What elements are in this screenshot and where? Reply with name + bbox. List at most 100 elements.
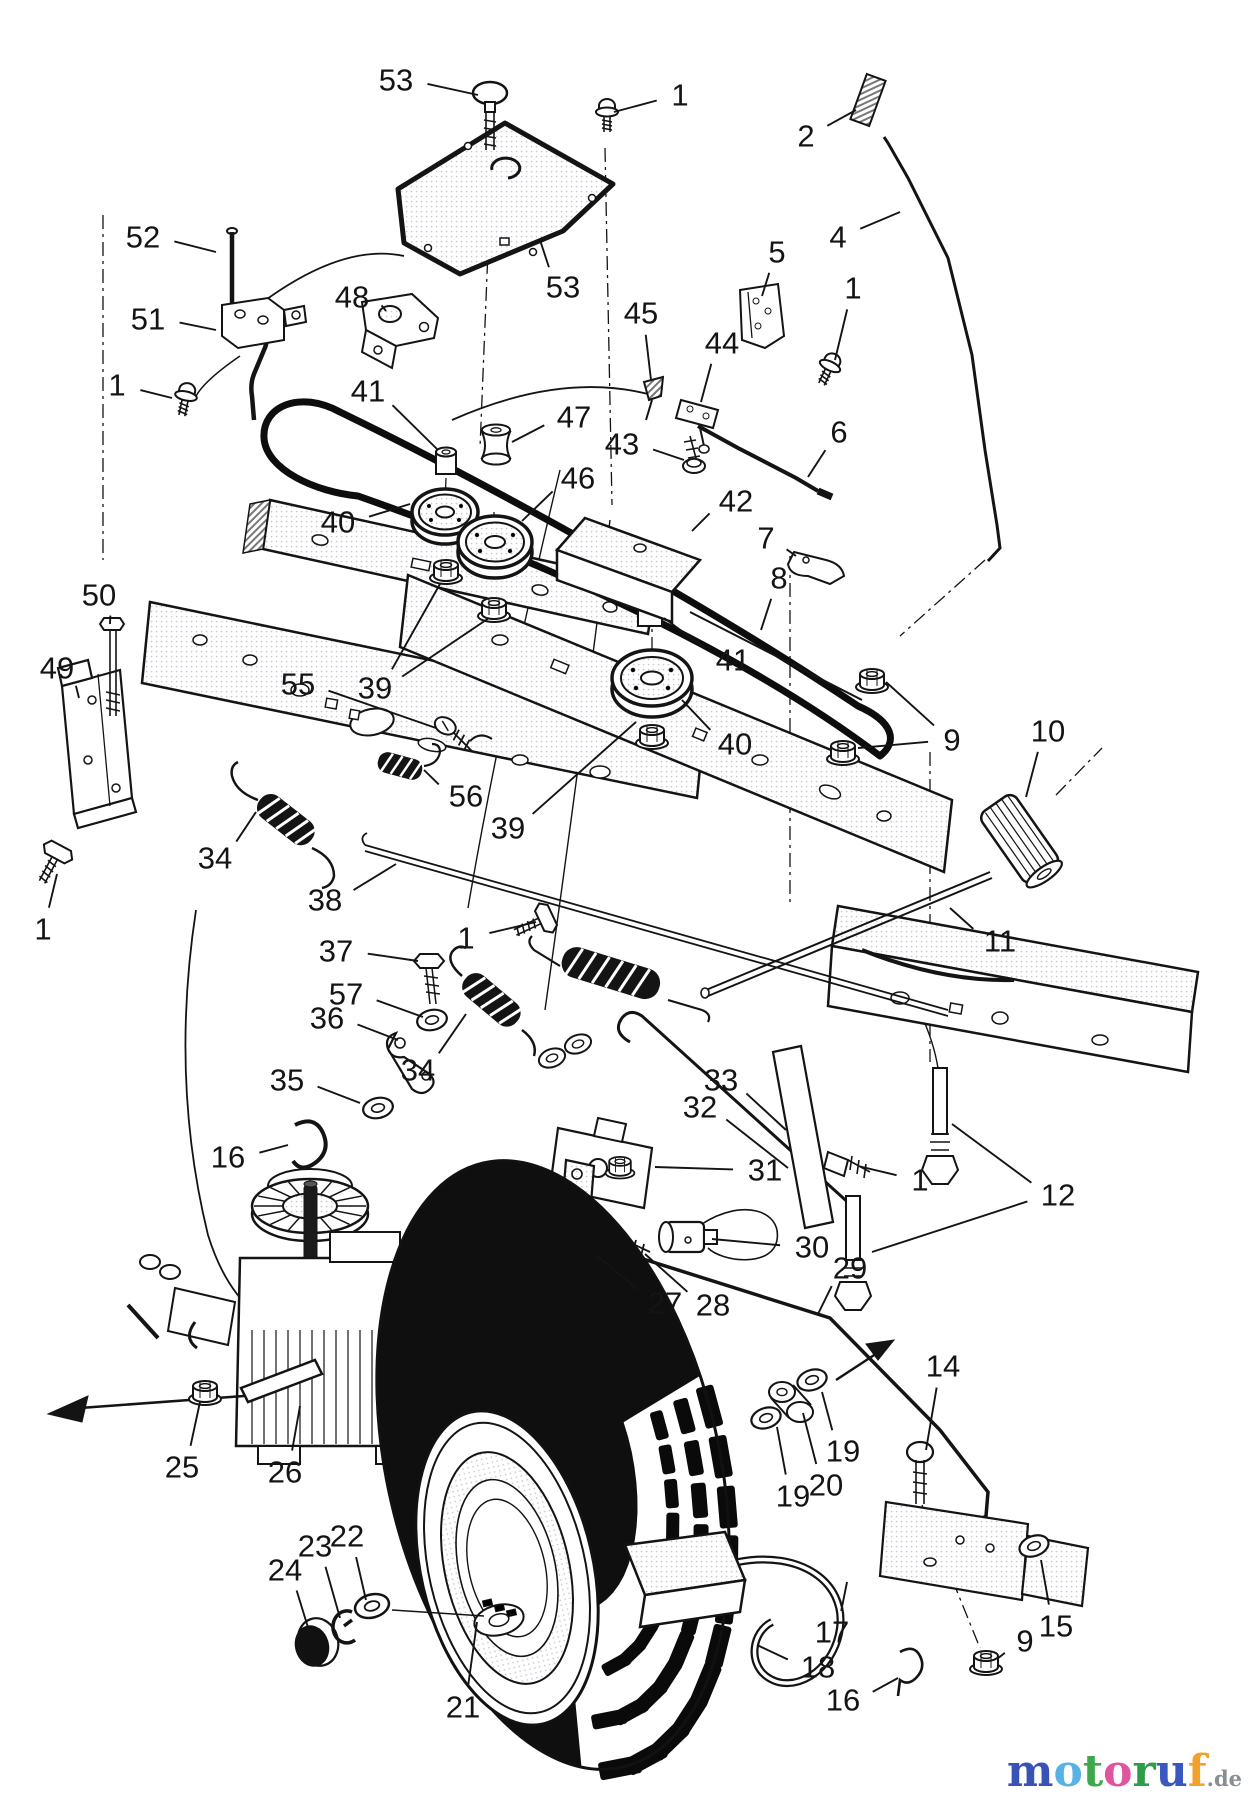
svg-text:41: 41 <box>351 374 385 409</box>
callout-21-56: 21 <box>446 1621 480 1725</box>
tread-block <box>649 1410 669 1441</box>
watermark-suffix: .de <box>1206 1766 1242 1791</box>
screw-1-top <box>595 98 619 133</box>
svg-text:25: 25 <box>165 1450 199 1485</box>
callout-16-58: 16 <box>826 1677 899 1718</box>
spring-34a <box>256 794 319 846</box>
watermark-letter: o <box>1103 1746 1133 1797</box>
idler-pulley-group <box>410 423 889 766</box>
svg-text:1: 1 <box>108 368 125 403</box>
svg-text:28: 28 <box>696 1288 730 1323</box>
svg-text:22: 22 <box>330 1519 364 1554</box>
tread-block <box>673 1397 696 1435</box>
svg-text:16: 16 <box>211 1140 245 1175</box>
svg-text:10: 10 <box>1031 714 1065 749</box>
svg-text:32: 32 <box>683 1090 717 1125</box>
tread-block <box>664 1478 679 1509</box>
svg-text:8: 8 <box>770 561 787 596</box>
callout-1-1: 1 <box>613 78 689 113</box>
callout-9-60: 9 <box>996 1624 1034 1660</box>
svg-text:27: 27 <box>648 1286 682 1321</box>
rear-cross-channel <box>826 904 1200 1074</box>
callout-29-50: 29 <box>817 1251 867 1315</box>
callout-15-61: 15 <box>1039 1559 1073 1644</box>
flange-nut-39b <box>477 597 511 623</box>
callout-4-3: 4 <box>829 211 901 255</box>
rod-33 <box>616 1011 854 1208</box>
svg-text:53: 53 <box>546 270 580 305</box>
upper-linkage-group <box>642 72 1002 586</box>
direction-arrow-right <box>865 1339 896 1361</box>
callout-14-62: 14 <box>925 1349 960 1451</box>
callout-27-49: 27 <box>595 1254 682 1321</box>
callout-8-21: 8 <box>760 561 788 631</box>
watermark-logo[interactable]: motoruf.de <box>1007 1750 1242 1794</box>
callout-39-30: 39 <box>491 721 637 846</box>
svg-text:53: 53 <box>379 63 413 98</box>
watermark-letter: t <box>1082 1746 1104 1797</box>
pulley-40b <box>610 648 694 719</box>
callout-10-25: 10 <box>1025 714 1065 798</box>
spring-group <box>230 716 949 1057</box>
pulley-46 <box>456 514 534 580</box>
svg-text:52: 52 <box>126 220 160 255</box>
svg-text:5: 5 <box>768 235 785 270</box>
bolt-37 <box>412 953 446 1005</box>
callout-36-38: 36 <box>310 1001 399 1041</box>
svg-text:2: 2 <box>797 119 814 154</box>
shoulder-bolt-12a <box>920 1067 960 1185</box>
callout-41-22: 41 <box>663 617 750 678</box>
hub-21 <box>391 1598 525 1637</box>
hook-7 <box>786 550 846 586</box>
svg-text:57: 57 <box>329 977 363 1012</box>
callout-40-18: 40 <box>321 503 411 540</box>
callout-33-42: 33 <box>704 1063 787 1131</box>
frame-rails <box>140 498 1200 1074</box>
hook-16a <box>291 1119 328 1170</box>
watermark-letter: f <box>1187 1746 1207 1797</box>
svg-text:24: 24 <box>268 1553 302 1588</box>
screw-55 <box>433 716 474 753</box>
screw-1-right <box>810 348 847 390</box>
callout-28-48: 28 <box>644 1253 730 1323</box>
svg-text:30: 30 <box>795 1230 829 1265</box>
callout-18-57: 18 <box>756 1644 835 1685</box>
washer-35 <box>360 1093 396 1123</box>
svg-text:4: 4 <box>829 220 846 255</box>
callout-1-6: 1 <box>108 368 173 403</box>
svg-text:34: 34 <box>401 1053 435 1088</box>
spacer-41a <box>435 446 457 475</box>
callout-44-14: 44 <box>700 326 739 403</box>
flange-nut-39a <box>429 559 463 585</box>
svg-text:36: 36 <box>310 1001 344 1036</box>
callout-20-64: 20 <box>802 1412 843 1503</box>
callout-25-51: 25 <box>165 1401 201 1485</box>
callout-30-47: 30 <box>711 1230 829 1265</box>
belt-guide-rod <box>689 611 863 701</box>
callout-55-28: 55 <box>281 667 437 729</box>
svg-text:19: 19 <box>776 1479 810 1514</box>
callout-35-39: 35 <box>270 1063 361 1104</box>
watermark-letter: r <box>1132 1746 1156 1797</box>
callout-24-53: 24 <box>268 1553 311 1635</box>
callout-53-0: 53 <box>379 63 479 98</box>
callout-6-17: 6 <box>807 415 848 478</box>
pedal-bracket <box>878 1500 1030 1602</box>
callout-19-65: 19 <box>776 1426 810 1514</box>
flange-nut-25 <box>188 1380 222 1406</box>
callout-23-54: 23 <box>298 1529 341 1619</box>
svg-text:55: 55 <box>281 667 315 702</box>
callout-34-33: 34 <box>198 811 257 876</box>
watermark-letter: m <box>1006 1746 1054 1797</box>
svg-text:49: 49 <box>40 651 74 686</box>
axle-stub <box>239 1358 324 1404</box>
callout-12-46: 12 <box>871 1123 1075 1253</box>
clip-45 <box>642 375 665 421</box>
e-clip-23 <box>331 1609 357 1645</box>
svg-text:19: 19 <box>826 1434 860 1469</box>
callout-38-34: 38 <box>308 863 397 918</box>
svg-text:51: 51 <box>131 302 165 337</box>
washer-57 <box>414 1005 450 1035</box>
callout-45-13: 45 <box>624 296 658 381</box>
